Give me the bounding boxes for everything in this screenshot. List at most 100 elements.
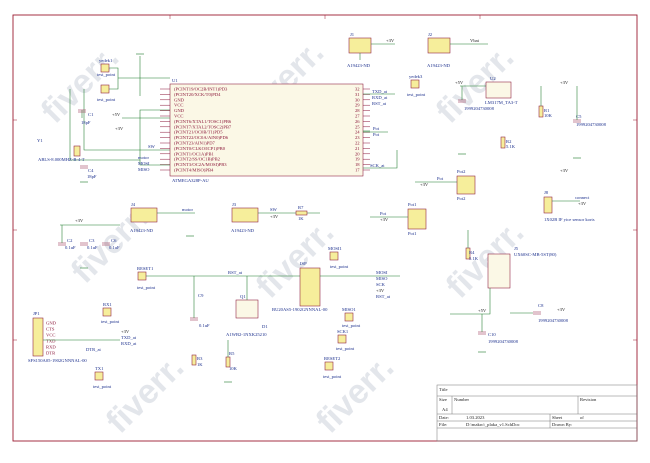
isp-connector: ISP BU20AS5-1902GNNNAL-00 MOSI MISO SCK … [272,246,400,351]
regulator: U2 LM317M_TA3-T +5V +3V 1999204730008 R1… [455,76,607,173]
j4-ref: J4 [131,202,136,207]
c8-value: 1999204730008 [538,318,569,323]
isp-mosi: MOSI [376,270,388,275]
rst-net: RST_at [372,101,387,106]
c1-value: 18pF [81,120,91,125]
yedek1-label: yedek1 [99,58,113,63]
c8-ref: C8 [538,303,544,308]
rx1-tp: test_point [101,319,120,324]
j3-ref: J3 [232,202,237,207]
c3-value: 0.1uF [87,245,98,250]
j4-connector: J4 A19423-ND motor [130,202,195,237]
mcu-pin-label: (PCINT1/OC1A)PB1 [174,151,215,156]
mcu-pin-label: GND [174,108,185,113]
j1-part: A19423-ND [347,63,371,68]
pot1-part: Pot1 [408,231,417,236]
mcu-ref: U1 [172,78,178,83]
mcu-vcc-label: +5V [112,112,121,117]
mcu-pin-label: (PCINT4/MISO)PB4 [174,168,214,173]
mcu-part: ATMEGA328P-AU [172,178,209,183]
sck1-label: SCK1 [337,329,349,334]
reset1-testpoint: RESET1 test_point RST_at [137,266,300,290]
jp1-3v: +3V [121,329,130,334]
tb-file-label: File: [439,422,447,427]
mosi-net: MOSI [138,161,150,166]
mcu-pin-label: (PCINT23/AIN1)PD7 [174,141,216,146]
reg-ref: U2 [490,76,496,81]
isp-sck: SCK [376,282,386,287]
reg-part: LM317M_TA3-T [485,100,518,105]
usb-section: J5 UX60SC-MB-5ST(80) R4 5.1K +5V C10 199… [450,230,569,353]
mcu-pin-number: 29 [355,103,360,108]
tx1-tp: test_point [93,384,112,389]
jp1-pin-label: GND [46,321,57,326]
mcu-body [169,83,364,177]
mcu-pin-label: VCC [174,103,183,108]
yedek3-testpoint: yedek3 test_point [407,74,426,97]
mcu-pin-label: GND [174,97,185,102]
tb-revision-label: Revision [580,397,597,402]
c10-value: 1999204730008 [488,339,519,344]
crystal-part: ABLS-8.000MHZ-B-4-T [38,157,85,162]
pot2-net: Pot [437,176,444,181]
yedek3-tp-label: test_point [407,92,426,97]
mcu-pin-label: (PCINT3/OC2A/MOSI)PB3 [174,162,227,167]
mcu-pin-number: 28 [355,108,360,113]
mcu-gnd-label: +3V [115,126,124,131]
isp-3v: +3V [376,288,385,293]
mcu-pin-label: (PCINT2/SS/OC1B)PB2 [174,157,221,162]
mcu-pin-number: 19 [355,157,360,162]
r7-value: 1K [298,216,304,221]
mcu-pin-number: 31 [355,92,360,97]
watermark-text: fiverr. [99,348,191,440]
mcu-pin-number: 17 [355,168,360,173]
reset1-tp: test_point [137,285,156,290]
reset2-label: RESET2 [324,356,341,361]
rx1-testpoint: RX1 test_point [101,302,120,324]
rxd-net: RXD_at [372,95,388,100]
watermark-text: fiverr. [309,348,401,440]
txd-net: TXD_at [372,89,388,94]
j3-part: A19423-ND [231,228,255,233]
yedek1-testpoint: yedek1 test_point test_point [97,58,170,102]
r5-value: 10K [229,366,238,371]
r3-value: 1K [197,362,203,367]
mcu-pin-number: 30 [355,97,360,102]
mcu-pin-number: 23 [355,135,360,140]
sck-net: SCK_at [370,163,385,168]
pot-net-2: Pot [373,132,380,137]
tb-drawn-label: Drawn By: [552,422,572,427]
pot-net-1: Pot [373,126,380,131]
j8-ref: J8 [544,190,549,195]
vbat-label: Vbat [470,38,480,43]
mcu-pin-label: (PCINT0/CLKO/ICP1)PB0 [174,146,226,151]
miso-net: MISO [138,167,150,172]
r1-ref: R1 [544,108,550,113]
j8-connect: connect [575,195,590,200]
mcu-ic: U1 ATMEGA328P-AU (PCINT19/OC2B/INT1)PD3 (… [112,53,370,183]
r2-value: 5.1K [506,144,516,149]
tb-size-label: Size [439,397,447,402]
r3-ref: R3 [197,356,203,361]
j2-part: A19423-ND [427,63,451,68]
reg-out-label: +3V [560,80,569,85]
pot1-3v: +3V [380,217,389,222]
c5-value: 1999204730008 [576,122,607,127]
border-ticks [13,15,637,341]
pot2-ref: Pot2 [457,169,466,174]
pot1: Pot1 Pot1 Pot +3V [370,202,427,236]
c6-ref: C6 [111,238,117,243]
jp1-pin-label: RXD [46,345,56,350]
pot2-part: Pot2 [457,196,466,201]
mcu-pin-label: (PCINT7/XTAL2/TOSC2)PB7 [174,124,232,129]
motor-net: motor [138,155,149,160]
sck1-tp: test_point [336,346,355,351]
isp-ref: ISP [300,261,307,266]
tx1-label: TX1 [95,366,104,371]
reset-switch: Q1 A1WB2-1NXK25210 C9 0.1uF R3 1K R5 10K… [190,276,268,383]
mcu-pin-label: (PCINT19/OC2B/INT1)PD3 [174,87,228,92]
c6-value: 0.1uF [109,245,120,250]
jp1-dtr: DTR_at [86,347,102,352]
c1-ref: C1 [88,112,94,117]
